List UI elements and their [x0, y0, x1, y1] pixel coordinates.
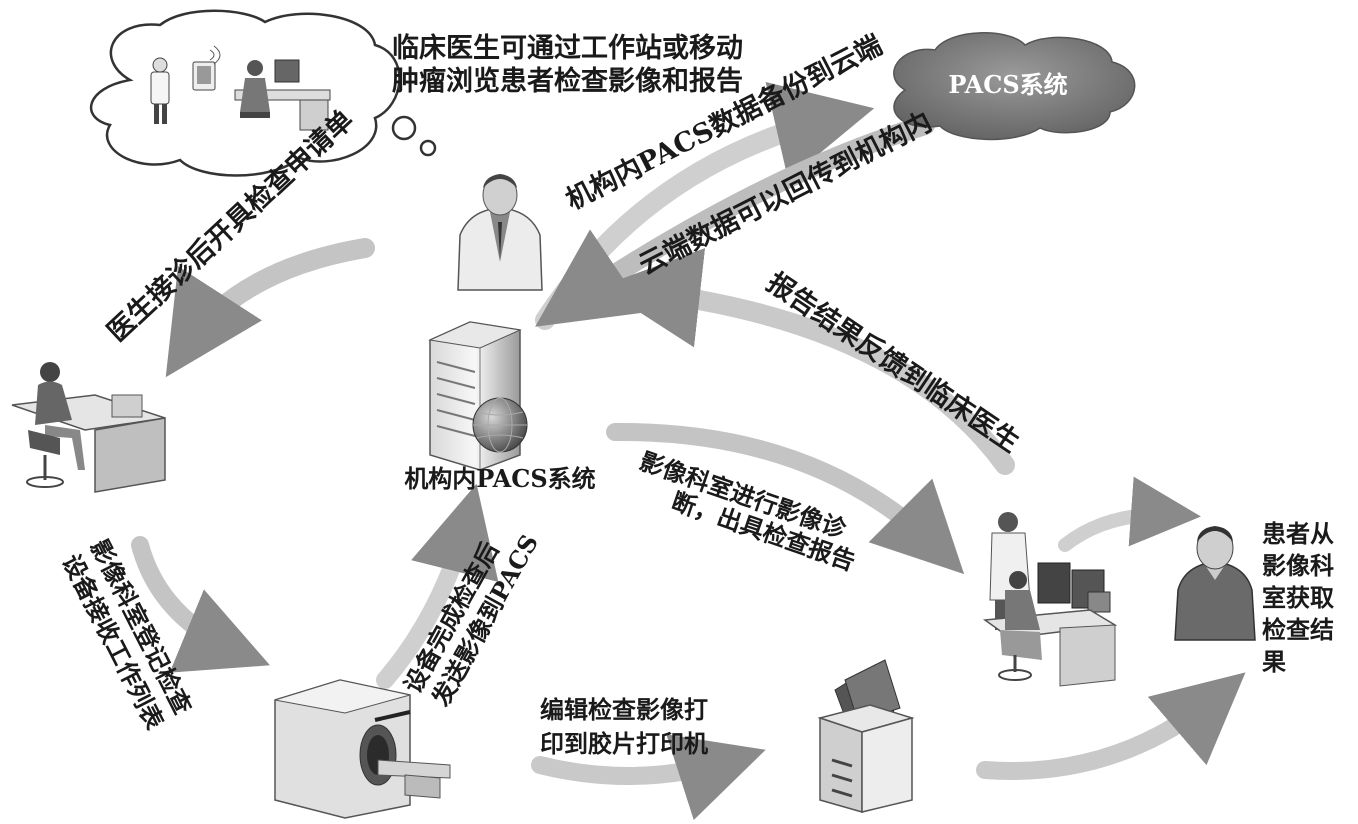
patient-label-line-3: 室获取: [1262, 583, 1334, 612]
mini-workstation-icon: [234, 59, 331, 131]
server-globe-icon: [428, 321, 528, 471]
diagnose-arrow: [606, 422, 965, 575]
print-label-line-1: 编辑检查影像打: [540, 695, 708, 724]
mini-tablet-icon: [192, 45, 221, 91]
thought-text-line-2: 肿瘤浏览患者检查影像和报告: [392, 65, 743, 97]
patient-label-line-2: 影像科: [1262, 551, 1334, 580]
send-arrow: [376, 483, 499, 689]
mini-doctor-icon: [150, 57, 170, 124]
film-printer-icon: [817, 659, 915, 813]
register-arrow: [131, 536, 270, 673]
print-label-line-2: 印到胶片打印机: [540, 729, 708, 758]
patient-label-line-1: 患者从: [1262, 519, 1334, 548]
order-arrow: [165, 238, 375, 378]
feedback-label: 报告结果反馈到临床医生: [761, 266, 1025, 459]
ct-scanner-icon: [274, 679, 451, 819]
thought-text-line-1: 临床医生可通过工作站或移动: [392, 32, 743, 64]
patient-label-line-5: 果: [1262, 647, 1286, 676]
patient-arrow-upper: [1058, 476, 1201, 552]
thought-bubble-icon: [90, 9, 437, 177]
radiology-workstation-icon: [982, 512, 1118, 687]
patient-icon: [1174, 526, 1256, 641]
doctor-icon: [457, 174, 543, 291]
cloud-label: PACS系统: [948, 70, 1067, 99]
patient-label-line-4: 检查结: [1262, 615, 1334, 644]
print-arrow: [531, 734, 766, 821]
feedback-arrow: [600, 248, 1015, 475]
flow-arrows: [131, 82, 1246, 821]
reception-desk-icon: [11, 362, 166, 493]
patient-arrow-lower: [976, 672, 1246, 780]
server-label: 机构内PACS系统: [404, 464, 595, 493]
cloud-icon: [893, 32, 1136, 141]
